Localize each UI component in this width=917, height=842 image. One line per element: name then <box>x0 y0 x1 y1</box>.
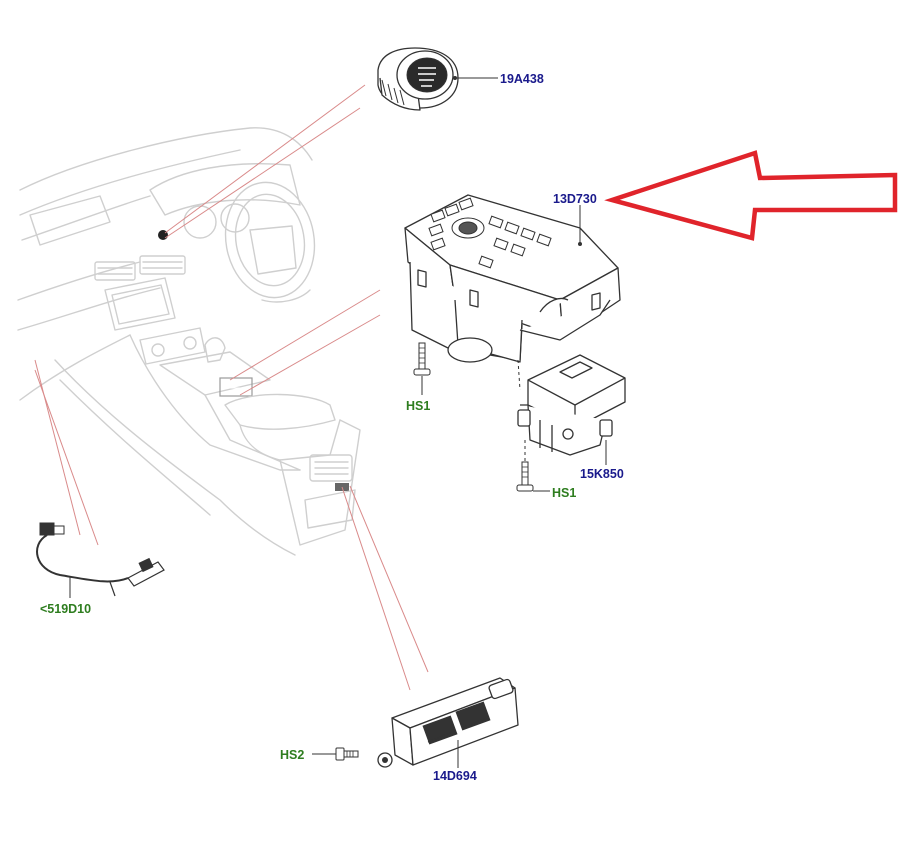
screw-hs2 <box>312 747 359 761</box>
car-interior-illustration <box>17 127 361 556</box>
bracket-part <box>517 354 626 465</box>
label-519d10: <519D10 <box>40 602 91 616</box>
label-hs1-lower: HS1 <box>552 486 576 500</box>
label-15k850: 15K850 <box>580 467 624 481</box>
highlight-arrow <box>604 150 898 241</box>
label-hs1-upper: HS1 <box>406 399 430 413</box>
control-module-part <box>404 194 621 363</box>
label-19a438: 19A438 <box>500 72 544 86</box>
screw-hs1-upper <box>413 342 521 395</box>
harness-part <box>36 522 165 598</box>
seat-switch-part <box>377 677 519 768</box>
screw-hs1-lower <box>516 440 550 492</box>
label-13d730: 13D730 <box>553 192 597 206</box>
start-stop-button-part <box>377 47 498 111</box>
label-14d694: 14D694 <box>433 769 477 783</box>
leader-lines <box>34 84 429 691</box>
label-hs2: HS2 <box>280 748 304 762</box>
